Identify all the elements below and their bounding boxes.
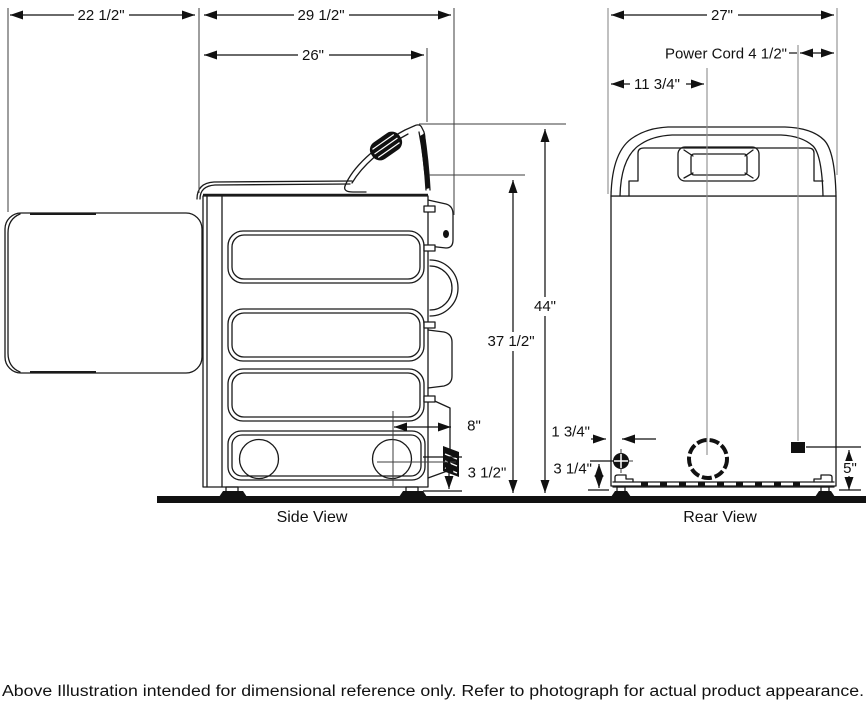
- dim-total-height: 44": [534, 298, 556, 315]
- dim-width: 27": [711, 7, 733, 24]
- side-view-feet: [219, 486, 427, 497]
- disclaimer-note: Above Illustration intended for dimensio…: [2, 683, 864, 700]
- bottom-panel-circle: [238, 438, 280, 480]
- exhaust-outlet-rear: [687, 438, 729, 480]
- rear-view-drawing: [609, 126, 837, 497]
- dim-cabinet-height: 37 1/2": [487, 333, 534, 350]
- water-inlet: [609, 449, 633, 473]
- dim-exhaust-height: 3 1/2": [468, 465, 507, 482]
- floor-line: [157, 496, 866, 503]
- dim-cord-height: 5": [843, 460, 857, 477]
- dim-power-cord: Power Cord 4 1/2": [665, 46, 787, 63]
- power-cord-entry: [791, 442, 805, 453]
- rear-view-feet: [611, 486, 835, 497]
- control-knob: [369, 131, 403, 161]
- dim-door-depth: 22 1/2": [77, 7, 124, 24]
- rear-duct-detail: [423, 199, 459, 479]
- rear-base: [612, 474, 835, 488]
- console-edge-shade: [420, 133, 430, 189]
- side-view-label: Side View: [277, 509, 348, 526]
- dim-cabinet-depth: 26": [302, 47, 324, 64]
- side-panels: [227, 230, 426, 481]
- rear-view-label: Rear View: [683, 509, 757, 526]
- console-handle: [677, 146, 760, 182]
- dim-exhaust-from-left: 11 3/4": [634, 76, 680, 93]
- dim-exhaust-from-rear: 8": [467, 418, 481, 435]
- control-console: [344, 124, 431, 193]
- dim-inlet-from-edge: 1 3/4": [551, 424, 590, 441]
- base-nubs: [641, 482, 800, 486]
- dryer-door-open: [4, 212, 203, 374]
- exhaust-outlet-side: [371, 438, 413, 480]
- side-view-drawing: [4, 124, 459, 497]
- cabinet-body: [196, 180, 429, 488]
- dimension-labels: 22 1/2" 29 1/2" 26" 27" Power Cord 4 1/2…: [74, 7, 859, 482]
- dim-total-depth: 29 1/2": [297, 7, 344, 24]
- dim-inlet-height: 3 1/4": [553, 461, 592, 478]
